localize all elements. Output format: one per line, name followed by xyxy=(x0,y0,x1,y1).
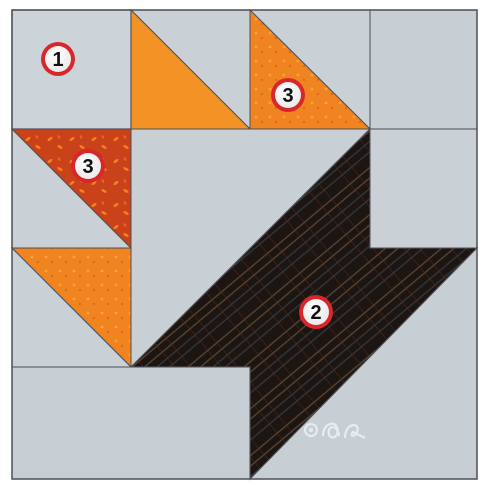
top-right-gray-strip xyxy=(370,10,477,129)
label-badge-3-left: 3 xyxy=(71,149,105,183)
piece-1-square xyxy=(12,10,131,129)
label-3-top-text: 3 xyxy=(282,85,293,107)
label-badge-3-top: 3 xyxy=(271,78,305,112)
label-badge-2: 2 xyxy=(299,295,333,329)
label-badge-1: 1 xyxy=(41,42,75,76)
right-gray-mid xyxy=(370,129,477,248)
label-1-text: 1 xyxy=(52,49,63,71)
label-2-text: 2 xyxy=(310,302,321,324)
bottom-left-gray xyxy=(12,367,250,479)
label-3-left-text: 3 xyxy=(82,156,93,178)
